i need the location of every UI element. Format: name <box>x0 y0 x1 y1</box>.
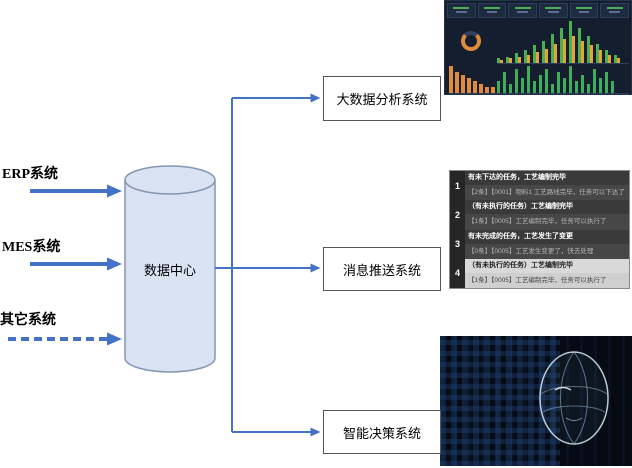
node-intelligent-decision-label: 智能决策系统 <box>342 425 421 441</box>
message-title: 有未下达的任务，工艺编制完毕 <box>465 171 629 185</box>
source-label-mes: MES系统 <box>2 240 61 255</box>
dashboard-right-chart <box>497 65 629 94</box>
node-big-data-analysis-label: 大数据分析系统 <box>336 92 428 107</box>
message-push-thumbnail: 1 有未下达的任务，工艺编制完毕 【2条】【0001】物料1 工艺路线完毕，任务… <box>449 170 630 289</box>
message-title: （有未执行的任务）工艺编制完毕 <box>465 258 629 273</box>
message-detail: 【2条】【0001】物料1 工艺路线完毕，任务可以下达了 <box>465 185 629 201</box>
message-title: 有未完成的任务，工艺发生了变更 <box>465 229 629 244</box>
stat-tile <box>447 3 476 18</box>
message-detail: 【0条】【0005】工艺发生变更了，快去处理 <box>465 243 629 259</box>
message-title: （有未执行的任务）工艺编制完毕 <box>465 200 629 215</box>
message-row-number: 2 <box>450 200 465 230</box>
big-data-dashboard-thumbnail <box>444 0 632 95</box>
data-center-label: 数据中心 <box>143 263 196 278</box>
intelligent-decision-thumbnail <box>440 336 632 466</box>
message-row-number: 3 <box>450 229 465 259</box>
gauge-icon <box>461 31 481 51</box>
message-detail: 【1条】【0005】工艺编制完毕，任务可以执行了 <box>465 272 629 288</box>
stat-tile <box>539 3 568 18</box>
message-row: 3 有未完成的任务，工艺发生了变更 【0条】【0005】工艺发生变更了，快去处理 <box>450 229 629 259</box>
dashboard-stat-tiles <box>445 1 631 20</box>
message-row: 2 （有未执行的任务）工艺编制完毕 【1条】【0005】工艺编制完毕，任务可以执… <box>450 200 629 230</box>
source-label-erp: ERP系统 <box>2 167 58 182</box>
source-label-other: 其它系统 <box>0 313 56 328</box>
wireframe-face-icon <box>539 351 609 445</box>
data-center-cylinder-body <box>124 180 216 373</box>
message-row-number: 1 <box>450 171 465 201</box>
message-row-number: 4 <box>450 258 465 288</box>
dashboard-left-chart <box>449 65 497 94</box>
stat-tile <box>477 3 507 18</box>
stat-tile <box>600 3 630 18</box>
dashboard-main-chart <box>497 21 629 64</box>
data-center-cylinder-top <box>124 165 216 195</box>
message-row-selected: 4 （有未执行的任务）工艺编制完毕 【1条】【0005】工艺编制完毕，任务可以执… <box>450 258 629 288</box>
node-big-data-analysis: 大数据分析系统 <box>323 76 441 121</box>
digital-matrix-pattern-overlay <box>440 336 632 466</box>
stat-tile <box>569 3 599 18</box>
stat-tile <box>508 3 538 18</box>
node-message-push: 消息推送系统 <box>323 247 441 291</box>
message-detail: 【1条】【0005】工艺编制完毕，任务可以执行了 <box>465 214 629 230</box>
message-row: 1 有未下达的任务，工艺编制完毕 【2条】【0001】物料1 工艺路线完毕，任务… <box>450 171 629 201</box>
node-message-push-label: 消息推送系统 <box>342 262 421 278</box>
node-intelligent-decision: 智能决策系统 <box>323 410 441 454</box>
